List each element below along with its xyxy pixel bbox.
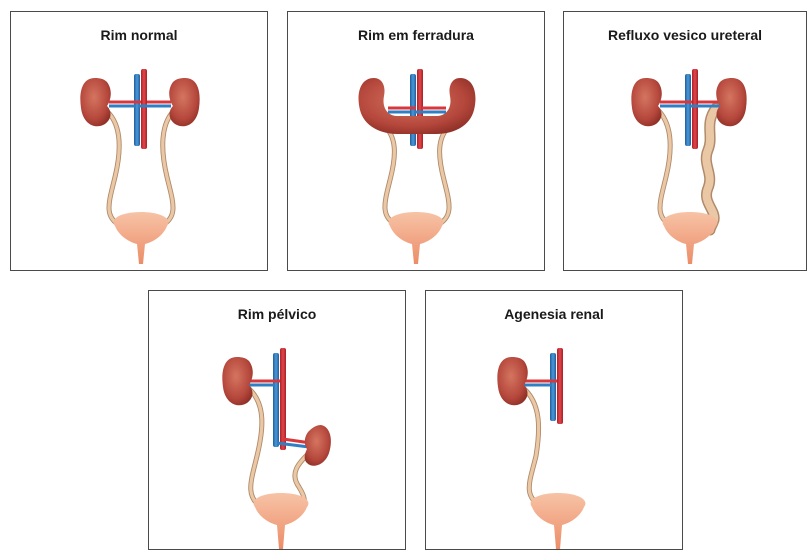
pelvic-kidney	[305, 425, 331, 466]
single-kidney	[497, 357, 527, 405]
panel-title: Rim pélvico	[149, 306, 405, 322]
rim-normal-illustration	[11, 12, 269, 272]
right-ureter	[382, 124, 398, 226]
bladder	[531, 493, 586, 549]
bladder	[663, 212, 718, 264]
vena-cava	[410, 74, 416, 146]
aorta	[692, 69, 698, 149]
aorta	[557, 348, 563, 424]
panel-title: Refluxo vesico ureteral	[564, 27, 806, 43]
panel-refluxo-vesico-ureteral: Refluxo vesico ureteral	[563, 11, 807, 271]
aorta	[280, 348, 286, 450]
rim-pelvico-illustration	[149, 291, 407, 551]
aorta	[141, 69, 147, 149]
left-kidney	[716, 78, 746, 126]
right-ureter	[247, 387, 262, 507]
panel-rim-normal: Rim normal	[10, 11, 268, 271]
right-kidney	[222, 357, 252, 405]
bladder	[254, 493, 309, 549]
bladder	[389, 212, 444, 264]
refluxo-vesico-ureteral-illustration	[564, 12, 807, 272]
right-kidney	[631, 78, 661, 126]
left-ureter	[436, 124, 452, 226]
panel-rim-em-ferradura: Rim em ferradura	[287, 11, 545, 271]
vena-cava	[685, 74, 691, 146]
left-kidney	[169, 78, 199, 126]
rim-em-ferradura-illustration	[288, 12, 546, 272]
vena-cava	[273, 353, 279, 447]
bladder	[114, 212, 169, 264]
panel-title: Rim em ferradura	[288, 27, 544, 43]
right-kidney	[80, 78, 110, 126]
panel-rim-pelvico: Rim pélvico	[148, 290, 406, 550]
panel-agenesia-renal: Agenesia renal	[425, 290, 683, 550]
vena-cava	[550, 353, 556, 421]
vena-cava	[134, 74, 140, 146]
panel-title: Rim normal	[11, 27, 267, 43]
agenesia-renal-illustration	[426, 291, 684, 551]
panel-title: Agenesia renal	[426, 306, 682, 322]
